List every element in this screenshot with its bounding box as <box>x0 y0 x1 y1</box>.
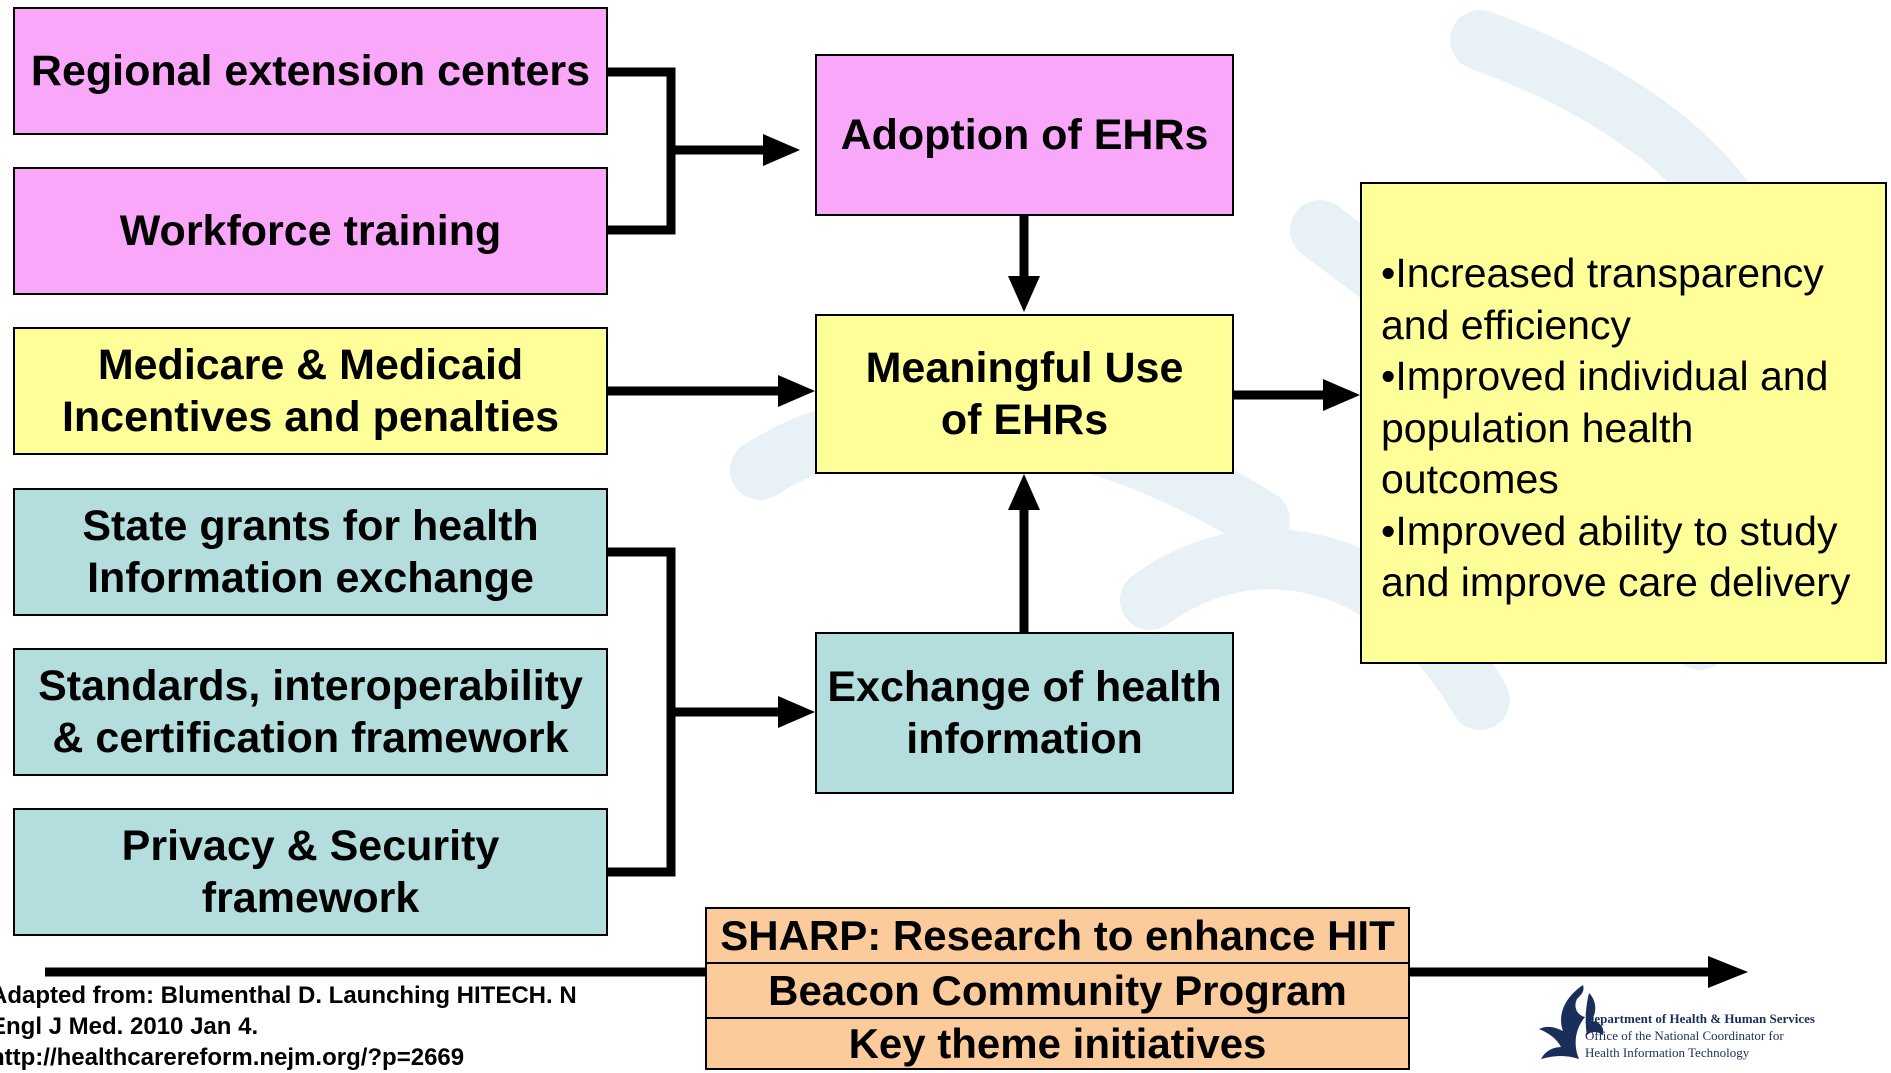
meaningful-use-label-line1: Meaningful Use <box>865 344 1184 392</box>
beacon-program-box: Beacon Community Program <box>705 962 1410 1019</box>
workforce-training-box: Workforce training <box>13 167 608 295</box>
arrow-timeline-end <box>1708 956 1748 988</box>
exchange-health-info-box: Exchange of health information <box>815 632 1234 794</box>
sharp-program-box: SHARP: Research to enhance HIT <box>705 907 1410 964</box>
sharp-program-label: SHARP: Research to enhance HIT <box>720 911 1395 959</box>
meaningful-use-box: Meaningful Use of EHRs <box>815 314 1234 474</box>
citation-line2: Engl J Med. 2010 Jan 4. <box>0 1013 259 1040</box>
pink-bracket-line <box>608 67 676 235</box>
privacy-security-label-line1: Privacy & Security <box>121 822 500 870</box>
arrow-to-adoption <box>763 134 800 166</box>
key-theme-initiatives-box: Key theme initiatives <box>705 1017 1410 1070</box>
beacon-program-label: Beacon Community Program <box>768 966 1347 1014</box>
state-grants-label-line1: State grants for health <box>82 502 539 550</box>
regional-extension-centers-box: Regional extension centers <box>13 7 608 135</box>
arrow-to-meaningful <box>778 375 815 407</box>
exchange-health-info-label-line2: information <box>906 715 1143 763</box>
outcome-item: •Increased transparency and efficiency <box>1381 250 1824 348</box>
medicare-medicaid-box: Medicare & Medicaid Incentives and penal… <box>13 327 608 455</box>
meaningful-use-label-line2: of EHRs <box>940 396 1109 444</box>
key-theme-initiatives-label: Key theme initiatives <box>848 1019 1267 1067</box>
state-grants-label-line2: Information exchange <box>87 554 534 602</box>
arrow-to-outcomes <box>1323 379 1360 411</box>
citation-line1: Adapted from: Blumenthal D. Launching HI… <box>0 982 577 1009</box>
privacy-security-label-line2: framework <box>201 874 420 922</box>
hhs-eagle-logo-icon <box>1539 985 1604 1059</box>
standards-label-line2: & certification framework <box>52 714 569 762</box>
standards-box: Standards, interoperability & certificat… <box>13 648 608 776</box>
outcome-item: •Improved individual and population heal… <box>1381 353 1829 502</box>
state-grants-box: State grants for health Information exch… <box>13 488 608 616</box>
medicare-medicaid-label-line1: Medicare & Medicaid <box>97 341 524 389</box>
regional-extension-centers-label: Regional extension centers <box>30 47 591 95</box>
outcomes-box: •Increased transparency and efficiency •… <box>1360 182 1887 664</box>
arrow-to-exchange <box>778 696 815 728</box>
adoption-ehrs-box: Adoption of EHRs <box>815 54 1234 216</box>
exchange-health-info-label-line1: Exchange of health <box>827 663 1222 711</box>
arrow-up-to-meaningful <box>1008 474 1040 510</box>
workforce-training-label: Workforce training <box>119 207 502 255</box>
citation: Adapted from: Blumenthal D. Launching HI… <box>0 980 577 1073</box>
teal-bracket-line <box>608 547 676 877</box>
medicare-medicaid-label-line2: Incentives and penalties <box>61 393 560 441</box>
citation-line3: http://healthcarereform.nejm.org/?p=2669 <box>0 1044 465 1071</box>
standards-label-line1: Standards, interoperability <box>38 662 583 710</box>
outcome-item: •Improved ability to study and improve c… <box>1381 507 1851 606</box>
arrow-down-to-meaningful <box>1008 276 1040 312</box>
privacy-security-box: Privacy & Security framework <box>13 808 608 936</box>
logo-text-line1: Department of Health & Human Services <box>1585 1011 1815 1026</box>
logo-text-line3: Health Information Technology <box>1585 1045 1750 1060</box>
adoption-ehrs-label: Adoption of EHRs <box>840 111 1209 159</box>
logo-text-line2: Office of the National Coordinator for <box>1585 1028 1784 1043</box>
hhs-logo-text: Department of Health & Human Services Of… <box>1585 1010 1815 1061</box>
